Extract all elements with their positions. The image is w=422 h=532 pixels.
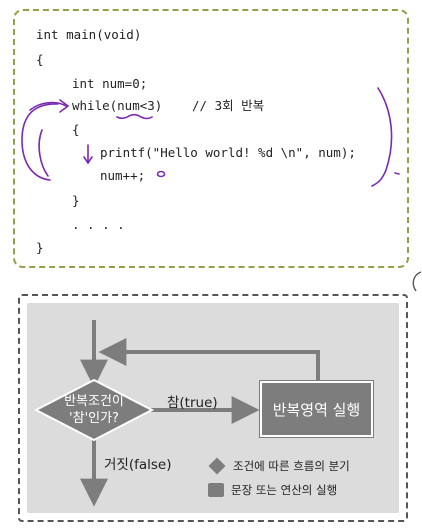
false-label: 거짓(false) (104, 457, 172, 473)
condition-text-line1: 반복조건이 (64, 394, 124, 409)
code-line-open-brace: { (36, 52, 44, 67)
flow-diagram: 반복조건이 '참'인가? 참(true) 거짓(false) 반복영역 실행 조… (18, 294, 408, 522)
condition-text-line2: '참'인가? (69, 411, 119, 426)
true-label: 참(true) (167, 395, 218, 411)
code-comment: // 3회 반복 (192, 98, 265, 113)
loop-back-arrow (98, 338, 320, 381)
legend-square-label: 문장 또는 연산의 실행 (231, 483, 338, 497)
legend-square-row: 문장 또는 연산의 실행 (208, 482, 337, 498)
legend-diamond-row: 조건에 따른 흐름의 분기 (208, 457, 350, 475)
code-line-close-brace: } (36, 240, 44, 255)
code-line-loop-close: } (72, 193, 80, 208)
action-label: 반복영역 실행 (272, 400, 361, 419)
code-line-increment: num++; (100, 168, 146, 183)
code-line-printf: printf("Hello world! %d \n", num); (100, 145, 356, 160)
code-line-ellipsis: . . . . (72, 217, 125, 232)
code-line-while: while(num<3) (72, 98, 163, 113)
action-box: 반복영역 실행 (260, 381, 373, 437)
code-line-main: int main(void) (36, 27, 142, 42)
code-line-declare: int num=0; (72, 76, 148, 91)
code-line-loop-open: { (72, 122, 80, 137)
diamond-legend-icon (208, 457, 226, 475)
square-legend-icon (208, 483, 224, 497)
code-panel (13, 9, 409, 268)
condition-diamond (33, 378, 155, 442)
flow-arrows (33, 320, 320, 507)
legend-diamond-label: 조건에 따른 흐름의 분기 (233, 459, 350, 473)
